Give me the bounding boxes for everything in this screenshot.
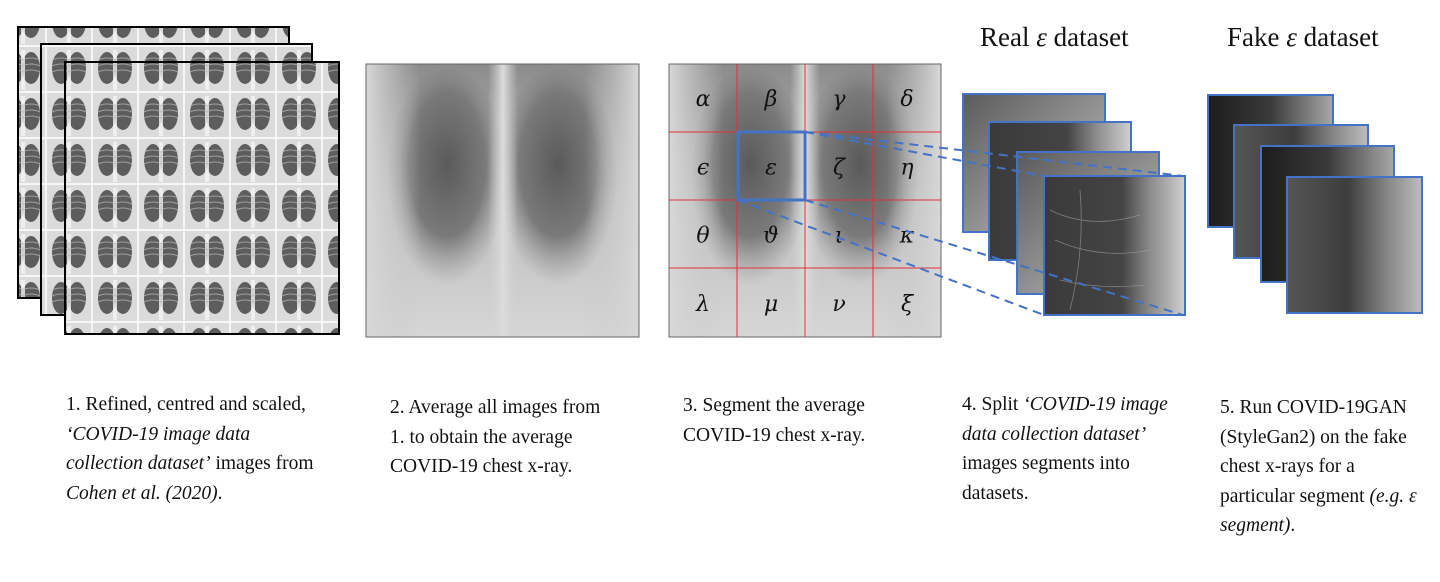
segment-label: ϵ [697,155,709,180]
segment-label: ξ [901,292,915,317]
segment-label: β [764,87,778,112]
segment-label: λ [695,292,710,317]
segment-labels: α β γ δ ϵ ε ζ η θ ϑ ι κ λ μ ν ξ [695,87,915,317]
epsilon-highlight [736,130,807,202]
real-dataset-stack [962,93,1186,316]
caption-step-2: 2. Average all images from 1. to obtain … [390,397,601,477]
segment-label: ι [835,224,844,249]
montage-stack [17,26,340,335]
average-xray [365,63,640,338]
segment-label: ϑ [763,224,779,249]
segment-label: μ [764,292,778,317]
segment-label: α [696,87,711,112]
segment-label: ζ [833,155,847,180]
caption-step-5: 5. Run COVID-19GAN (StyleGan2) on the fa… [1220,397,1417,536]
fake-dataset-title: Fake ε dataset [1227,22,1379,52]
segment-label: η [900,155,913,180]
caption-step-1: 1. Refined, centred and scaled, ‘COVID-1… [66,394,314,504]
segment-label: θ [696,224,709,249]
segment-label: κ [899,224,915,249]
segmented-xray: α β γ δ ϵ ε ζ η θ ϑ ι κ λ μ ν ξ [668,63,942,338]
fake-dataset-stack [1207,94,1423,314]
montage-front [64,61,340,335]
segment-label: γ [832,87,846,112]
real-dataset-title: Real ε dataset [980,22,1129,52]
caption-step-4: 4. Split ‘COVID-19 image data collection… [962,394,1168,504]
segment-label: δ [900,87,913,112]
segment-label: ε [765,155,777,180]
projection-lines [737,131,1184,316]
segment-label: ν [832,292,845,317]
caption-step-3: 3. Segment the average COVID-19 chest x-… [683,395,866,446]
